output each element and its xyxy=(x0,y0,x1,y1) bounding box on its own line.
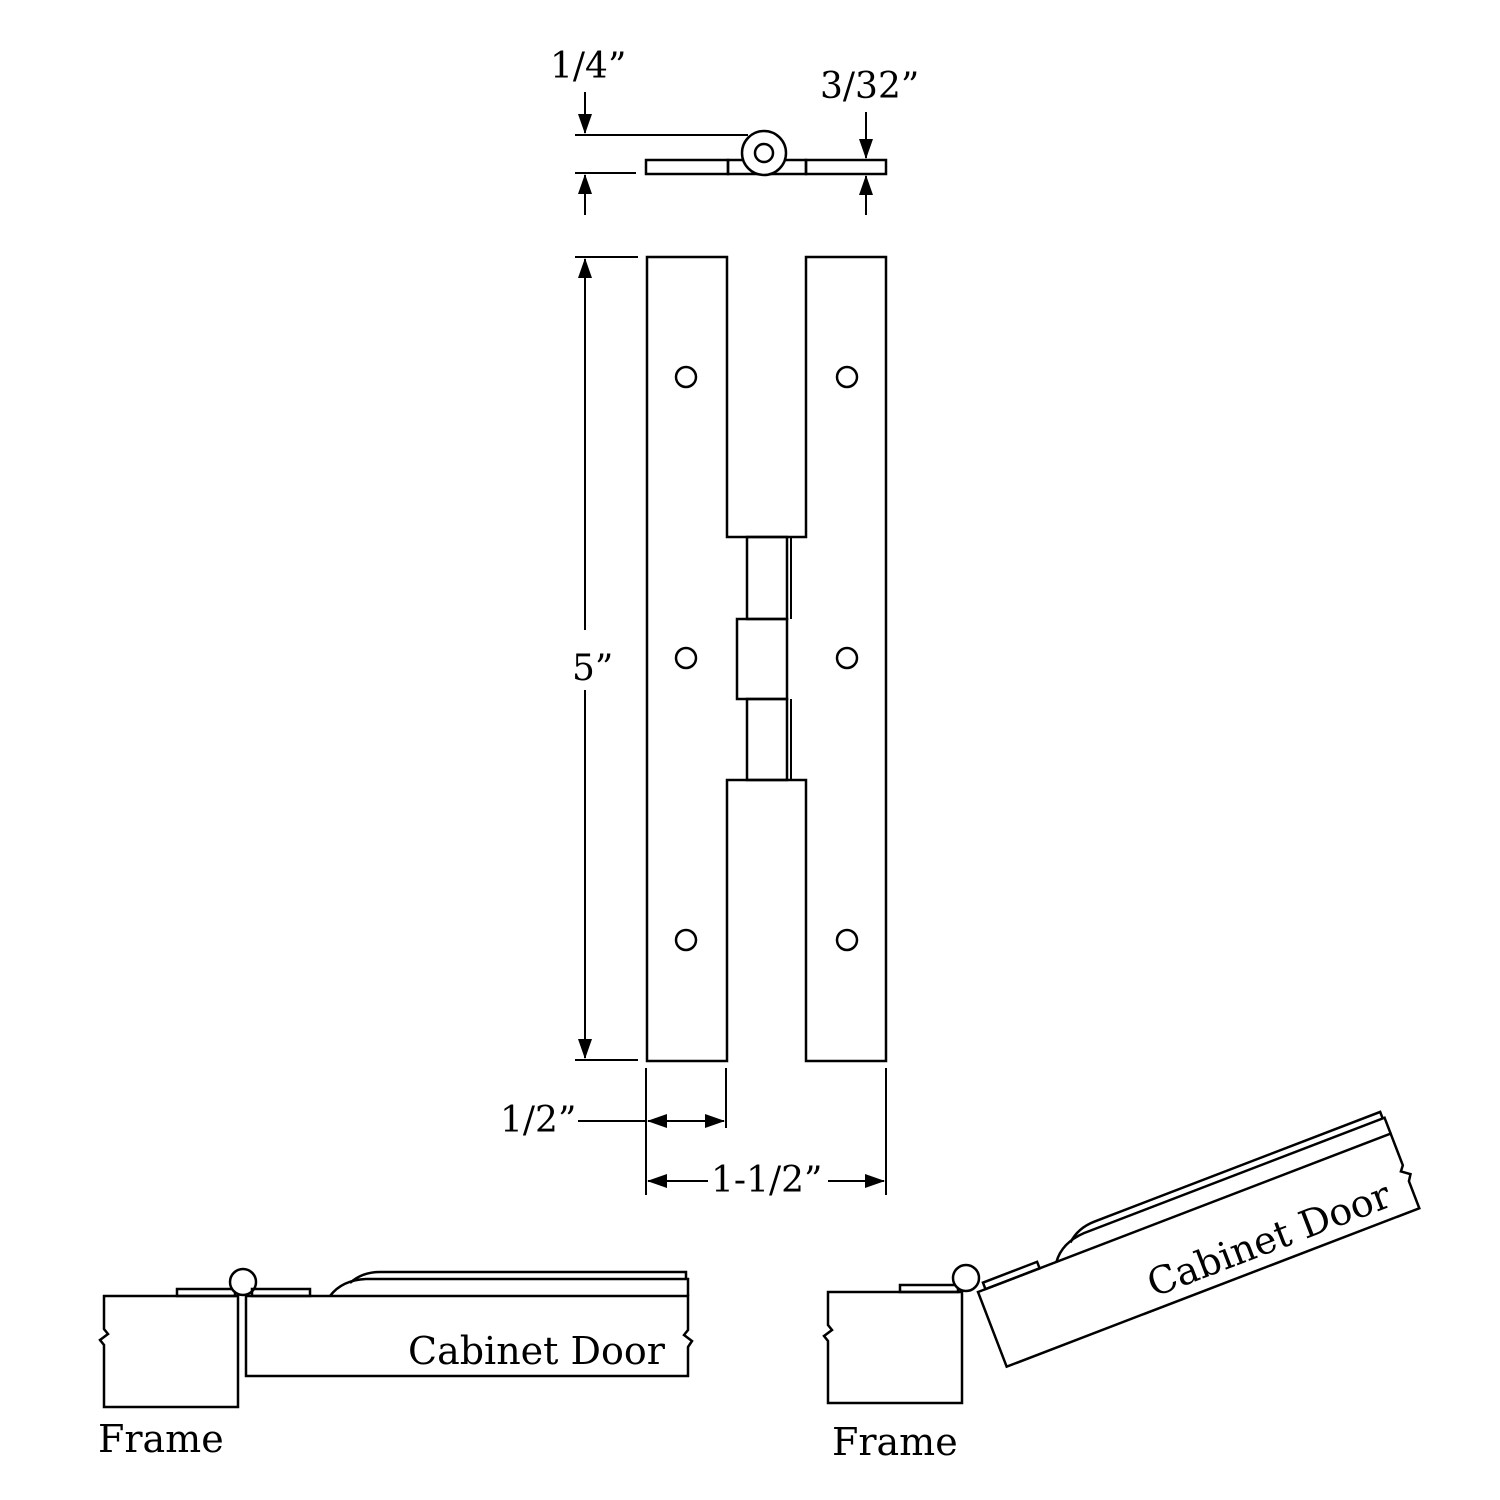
edge-pin xyxy=(753,142,775,164)
dim-overall-width-label: 1-1/2” xyxy=(711,1160,822,1201)
open-frame xyxy=(822,1290,964,1405)
closed-door xyxy=(244,1294,694,1378)
dim-leaf-width: 1/2” xyxy=(500,1068,727,1195)
knuckle-lower xyxy=(745,697,789,782)
screw-hole xyxy=(835,646,859,670)
edge-left-leaf xyxy=(644,158,730,176)
closed-knuckle xyxy=(228,1267,258,1297)
knuckle-middle xyxy=(735,617,789,701)
left-leaf xyxy=(645,255,888,1063)
open-door-leaf xyxy=(981,1260,1042,1291)
open-knuckle xyxy=(951,1263,981,1293)
knuckle-upper xyxy=(745,535,789,621)
closed-frame-leaf xyxy=(175,1287,237,1298)
hinge-front-view xyxy=(645,255,888,1063)
dim-leaf-width-label: 1/2” xyxy=(500,1100,576,1141)
closed-frame xyxy=(98,1294,240,1409)
closed-door-molding-top xyxy=(349,1270,688,1284)
closed-frame-label: Frame xyxy=(98,1417,224,1461)
dim-leaf-thickness: 1/4” xyxy=(550,46,626,215)
screw-hole xyxy=(674,646,698,670)
open-frame-leaf xyxy=(898,1283,960,1294)
closed-door-label: Cabinet Door xyxy=(408,1329,666,1373)
dim-knuckle-offset: 3/32” xyxy=(820,66,919,215)
screw-hole xyxy=(835,365,859,389)
dim-height: 5” xyxy=(572,256,638,1061)
open-door-molding-top xyxy=(1069,1110,1384,1244)
dim-knuckle-offset-label: 3/32” xyxy=(820,66,919,107)
edge-right-leaf xyxy=(804,158,888,176)
installed-open-view: Cabinet Door Frame xyxy=(822,1110,1421,1464)
hinge-edge-view xyxy=(575,129,888,177)
screw-hole xyxy=(835,928,859,952)
dim-overall-width: 1-1/2” xyxy=(647,1068,887,1201)
open-door-label: Cabinet Door xyxy=(1141,1172,1397,1305)
open-door xyxy=(976,1131,1421,1369)
open-frame-label: Frame xyxy=(832,1420,958,1464)
dim-height-label: 5” xyxy=(572,648,613,689)
installed-closed-view: Cabinet Door Frame xyxy=(98,1267,694,1461)
screw-hole xyxy=(674,928,698,952)
screw-hole xyxy=(674,365,698,389)
dim-leaf-thickness-label: 1/4” xyxy=(550,46,626,87)
closed-door-molding xyxy=(329,1277,690,1297)
